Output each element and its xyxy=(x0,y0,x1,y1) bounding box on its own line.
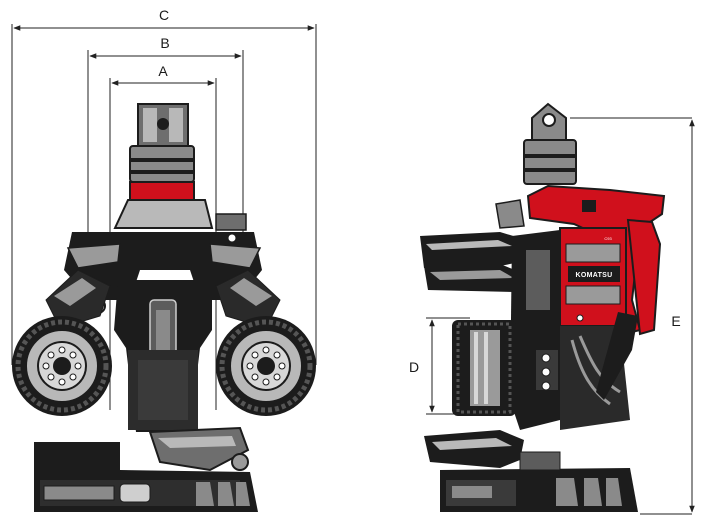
brand-label: KOMATSU xyxy=(576,272,613,279)
side-saw-box xyxy=(440,451,638,512)
model-label: C93 xyxy=(604,236,612,241)
dimension-b: B xyxy=(89,35,242,59)
front-left-feed-roller xyxy=(12,316,112,416)
front-upper-frame xyxy=(64,199,262,314)
side-feed-roller xyxy=(452,320,516,416)
dimension-c: C xyxy=(13,7,315,31)
side-view: E D xyxy=(409,102,695,515)
dimension-e: E xyxy=(570,117,695,515)
side-tilt-frame xyxy=(526,184,666,338)
dimension-a: A xyxy=(111,63,215,86)
front-right-feed-roller xyxy=(216,316,316,416)
dimension-e-label: E xyxy=(671,313,680,329)
front-saw-box xyxy=(34,442,258,512)
front-main-body xyxy=(114,280,212,432)
side-upper-knife xyxy=(420,199,525,292)
front-top-link xyxy=(137,103,189,147)
side-top-link xyxy=(531,102,567,141)
side-valve-block: KOMATSU C93 xyxy=(559,227,627,327)
front-lower-knife xyxy=(148,426,250,472)
side-main-body xyxy=(510,230,638,430)
side-lower-knife xyxy=(424,430,524,468)
front-view: C B A xyxy=(11,7,317,512)
front-rotator xyxy=(129,145,195,203)
dimension-d-label: D xyxy=(409,359,419,375)
dimension-b-label: B xyxy=(160,35,169,51)
dimension-a-label: A xyxy=(158,63,168,79)
side-rotator xyxy=(523,139,577,185)
dimension-c-label: C xyxy=(159,7,169,23)
